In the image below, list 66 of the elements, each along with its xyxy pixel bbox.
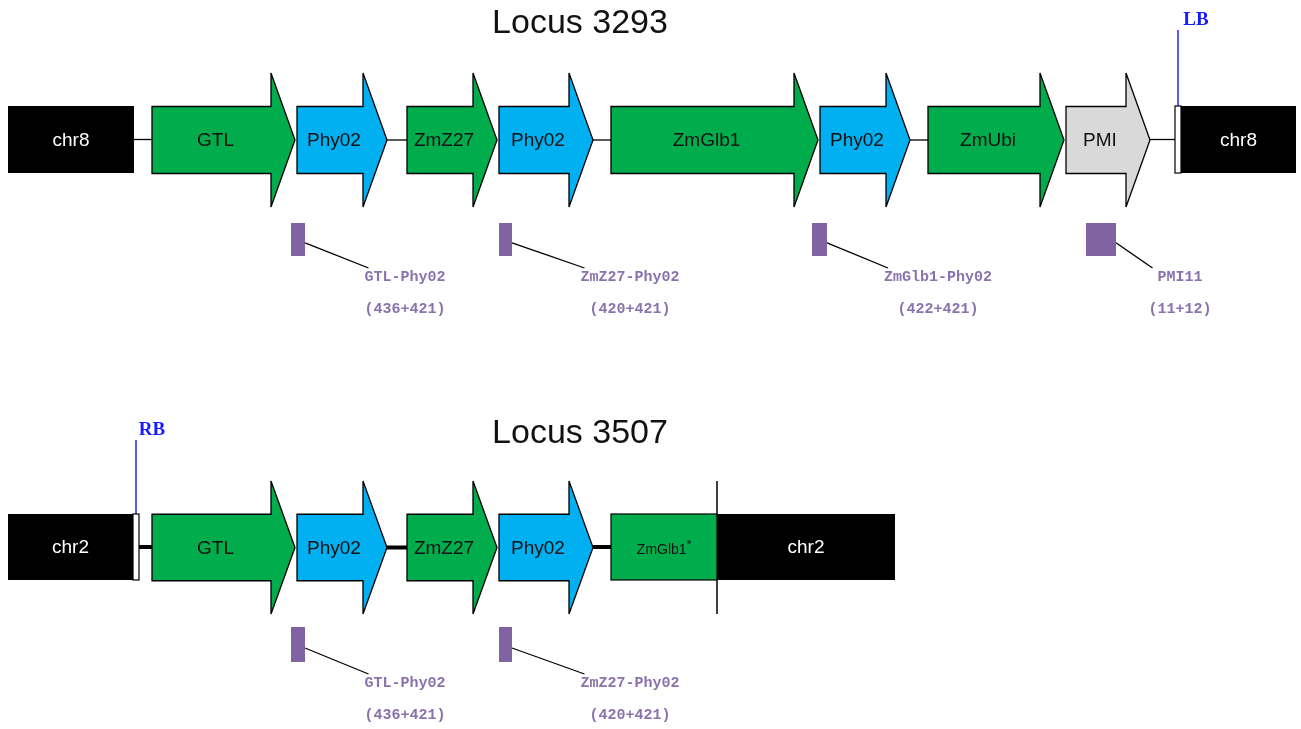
gene-feature xyxy=(820,73,910,207)
chromosome-name: chr2 xyxy=(787,536,825,558)
probe-label: PMI11 (11+12) xyxy=(1148,262,1212,326)
backbone-line xyxy=(387,545,407,550)
border-strip xyxy=(133,514,139,580)
backbone-line xyxy=(592,139,612,141)
gene-feature xyxy=(297,73,387,207)
chromosome-name: chr8 xyxy=(1220,128,1257,151)
probe-label: GTL-Phy02 (436+421) xyxy=(364,262,446,326)
gene-feature xyxy=(152,481,295,614)
gene-name: GTL xyxy=(197,536,234,559)
locus-title: Locus 3293 xyxy=(492,2,668,41)
gene-name: GTL xyxy=(197,129,234,151)
gene-name: ZmZ27 xyxy=(413,536,475,559)
probe-bar xyxy=(291,223,305,256)
chromosome-block xyxy=(1181,106,1296,173)
gene-feature xyxy=(297,481,387,614)
gene-name: ZmGlb1 xyxy=(672,129,741,151)
gene-name: PMI xyxy=(1083,129,1117,151)
border-label: RB xyxy=(138,418,166,440)
chromosome-block xyxy=(8,514,133,580)
backbone-line xyxy=(386,139,408,141)
leader-line xyxy=(511,647,586,675)
leader-line xyxy=(511,242,586,269)
probe-label: ZmZ27-Phy02 (420+421) xyxy=(580,262,680,326)
gene-name: Phy02 xyxy=(307,536,361,559)
chromosome-block xyxy=(8,106,134,173)
probe-bar xyxy=(499,627,512,662)
chromosome-name: chr8 xyxy=(52,128,90,151)
probe-bar xyxy=(1086,223,1116,256)
gene-feature xyxy=(1066,73,1150,207)
gene-feature xyxy=(499,73,593,207)
border-strip xyxy=(1175,106,1181,173)
probe-bar xyxy=(291,627,305,662)
probe-label: ZmGlb1-Phy02 (422+421) xyxy=(884,262,992,326)
gene-name: Phy02 xyxy=(511,536,565,559)
leader-line xyxy=(1115,242,1154,269)
gene-name: Phy02 xyxy=(511,129,565,151)
gene-feature xyxy=(928,73,1064,207)
backbone-line xyxy=(1149,138,1176,141)
locus-title: Locus 3507 xyxy=(492,412,668,451)
leader-line xyxy=(304,647,370,675)
chromosome-name: chr2 xyxy=(52,536,89,558)
gene-feature xyxy=(407,73,497,207)
gene-feature xyxy=(499,481,593,614)
gene-feature xyxy=(152,73,295,207)
gene-name: ZmGlb1$^{*}$ xyxy=(636,537,692,557)
backbone-line xyxy=(593,545,611,549)
leader-line xyxy=(826,242,889,269)
leader-line xyxy=(304,242,370,269)
gene-name: Phy02 xyxy=(307,129,361,151)
border-label: LB xyxy=(1183,8,1209,30)
backbone-line xyxy=(909,139,929,141)
gene-block xyxy=(611,514,717,580)
probe-bar xyxy=(812,223,827,256)
probe-bar xyxy=(499,223,512,256)
leader-line xyxy=(135,439,137,515)
gene-name: ZmZ27 xyxy=(413,129,475,151)
chromosome-block xyxy=(717,514,895,580)
probe-label: ZmZ27-Phy02 (420+421) xyxy=(580,668,680,729)
gene-name: ZmUbi xyxy=(960,129,1016,151)
leader-line xyxy=(1177,29,1179,107)
gene-feature xyxy=(611,73,818,207)
gene-name: Phy02 xyxy=(830,129,884,151)
gene-feature xyxy=(407,481,497,614)
probe-label: GTL-Phy02 (436+421) xyxy=(364,668,446,729)
